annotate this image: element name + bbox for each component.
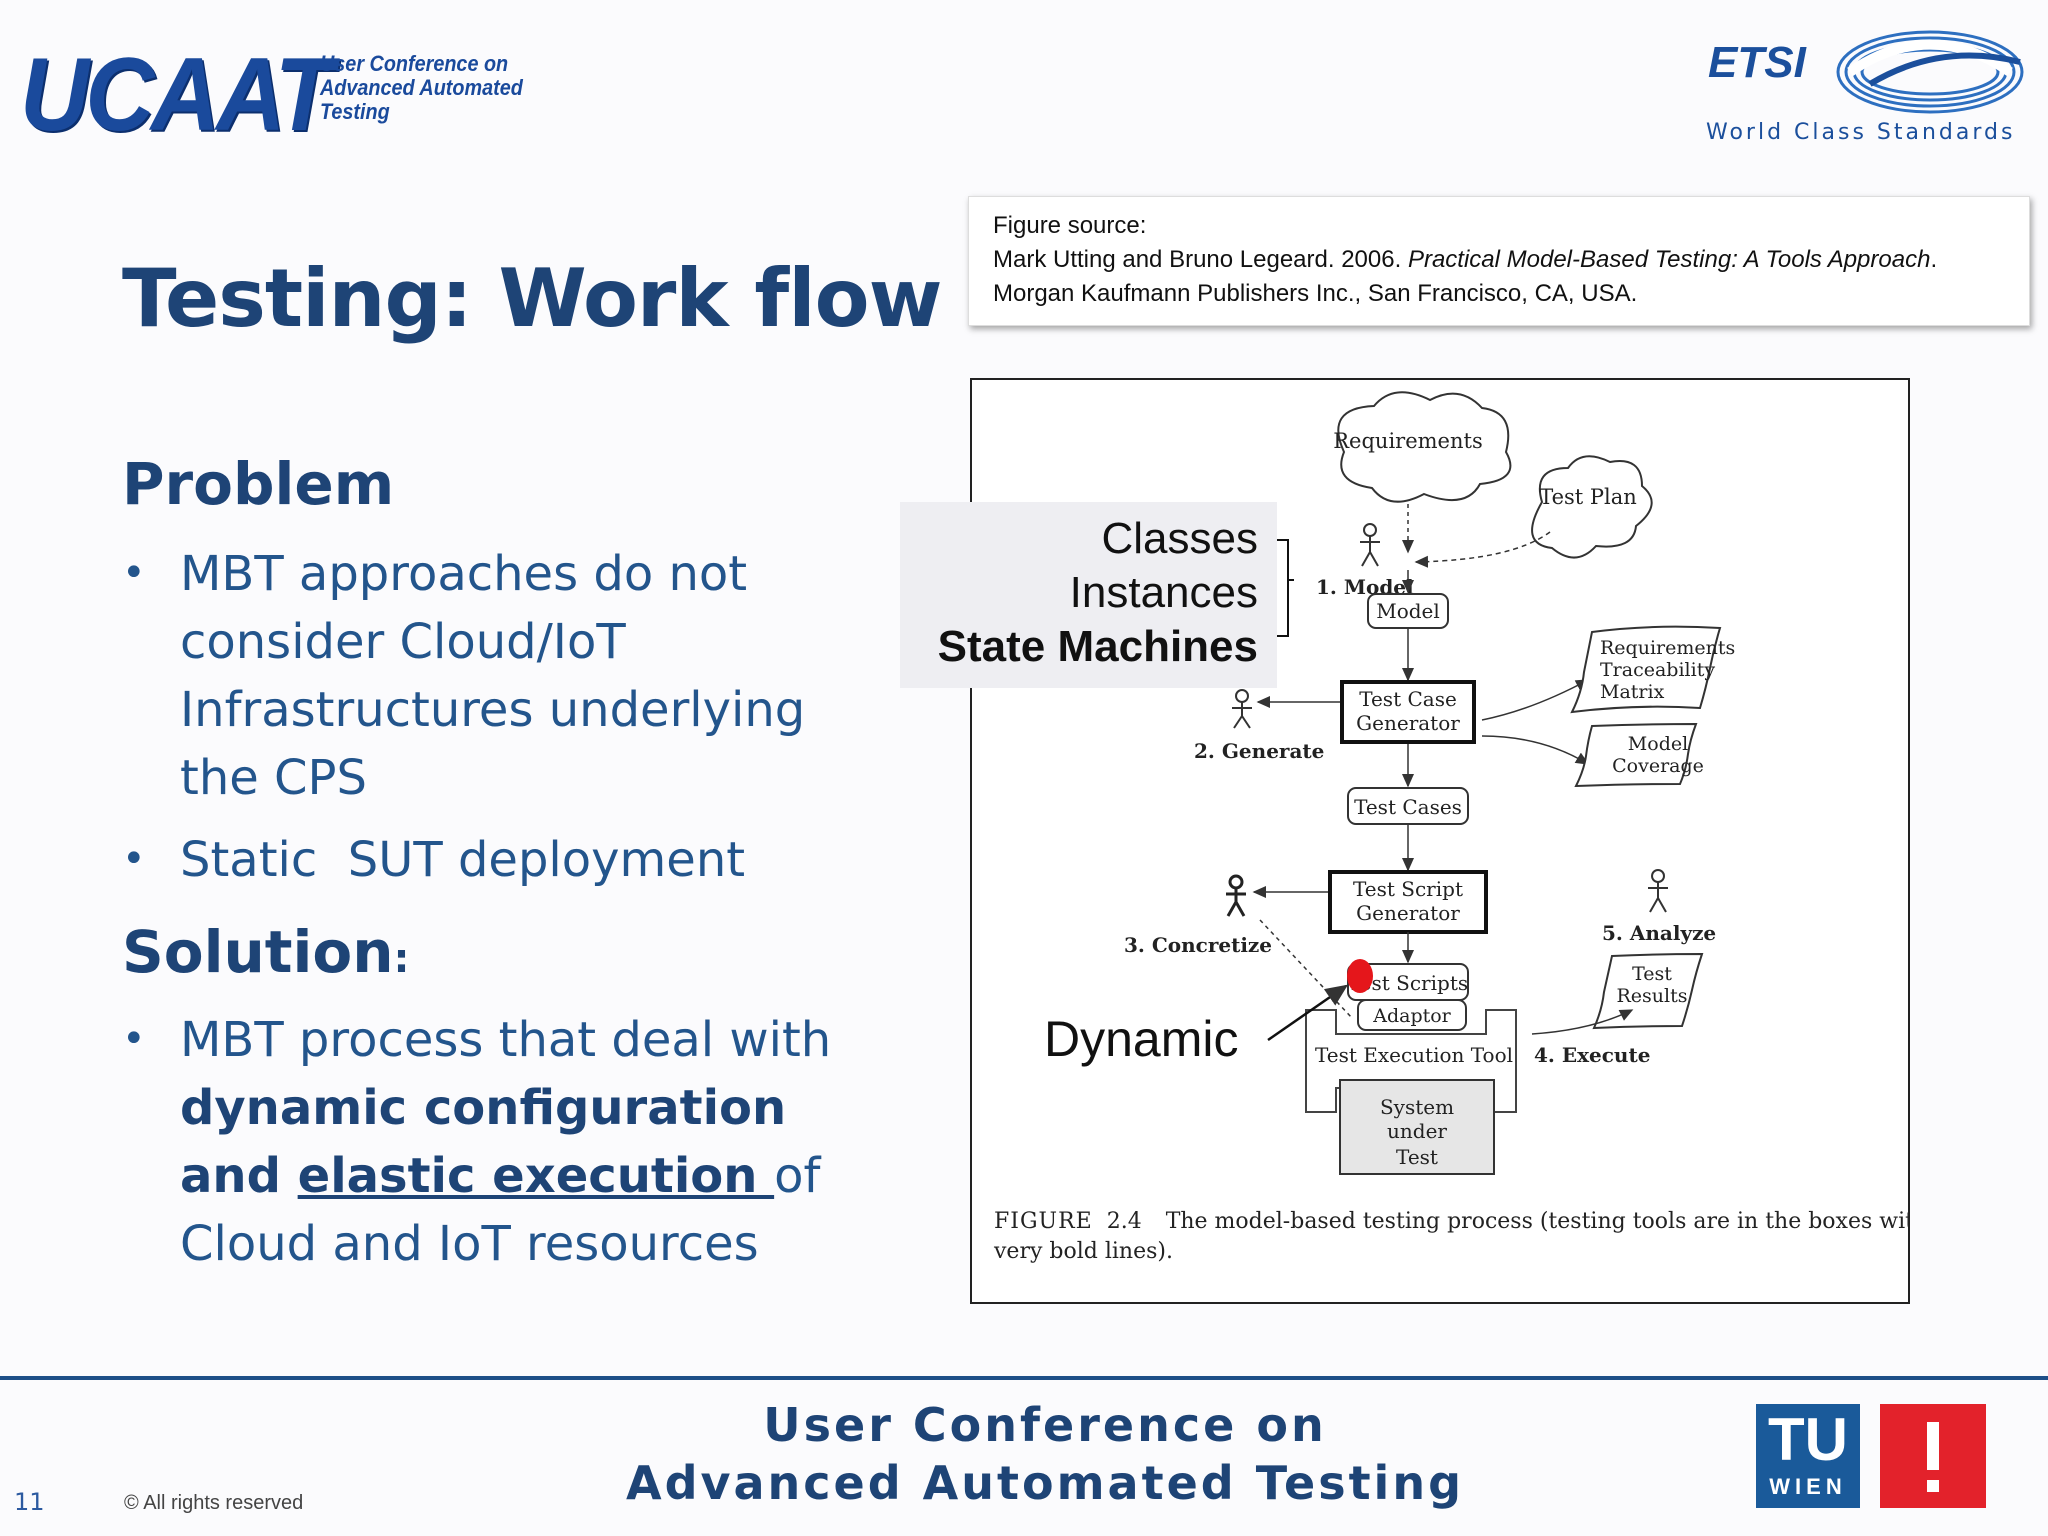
test-case-generator-box (1340, 680, 1476, 744)
solution-bullet-pre: MBT process that deal with (180, 1012, 832, 1068)
ucaat-logo-subtitle: User Conference on Advanced Automated Te… (320, 52, 554, 124)
footer-conference-line2: Advanced Automated Testing (625, 1456, 1465, 1510)
ucaat-subtitle-line1: User Conference on (320, 51, 509, 76)
sut-label-3: Test (1396, 1145, 1438, 1169)
coverage-label-2: Coverage (1612, 755, 1704, 777)
requirements-label: Requirements (1333, 429, 1482, 453)
bullet-dot: • (122, 1016, 146, 1062)
test-cases-label: Test Cases (1354, 795, 1462, 819)
person-icon (1232, 689, 1252, 729)
bullet-dot: • (122, 550, 146, 596)
citation-authors: Mark Utting and Bruno Legeard. 2006. (993, 246, 1408, 273)
test-plan-cloud: Test Plan (1531, 455, 1653, 559)
exclamation-icon (1880, 1404, 1986, 1508)
adaptor-box (1357, 999, 1467, 1031)
etsi-logo-text: ETSI (1708, 38, 1806, 87)
traceability-doc (1570, 625, 1722, 714)
solution-bullet-bold: dynamic configuration and (180, 1080, 787, 1204)
overlay-classes: Classes (1101, 514, 1259, 563)
person-icon (1226, 874, 1246, 917)
caption-line-2: very bold lines). (993, 1239, 1173, 1264)
tu-wien-logo: TU WIEN (1756, 1404, 1988, 1510)
citation-box: Figure source: Mark Utting and Bruno Leg… (968, 196, 2030, 326)
solution-heading-text: Solution (122, 918, 394, 986)
solution-heading-colon: : (393, 936, 410, 982)
ucaat-subtitle-line2: Advanced Automated Testing (320, 75, 523, 124)
red-marker (1347, 959, 1373, 993)
footer-rule (0, 1376, 2048, 1380)
tu-wien-word: WIEN (1769, 1474, 1847, 1499)
tsg-label-1: Test Script (1353, 877, 1463, 901)
footer-conference-title: User Conference on Advanced Automated Te… (620, 1396, 1470, 1512)
test-plan-label: Test Plan (1539, 485, 1637, 509)
citation-text: Figure source: Mark Utting and Bruno Leg… (993, 209, 2013, 311)
tcg-label-2: Generator (1356, 711, 1460, 735)
citation-publisher: . Morgan Kaufmann Publishers Inc., San F… (993, 246, 1938, 307)
rtm-label-2: Traceability (1600, 659, 1715, 681)
tu-wien-mark: TU WIEN (1756, 1404, 1860, 1508)
test-execution-tool-frame (1305, 1009, 1517, 1113)
caption-number: 2.4 (1107, 1209, 1142, 1234)
coverage-doc (1574, 722, 1698, 788)
test-script-generator-box (1328, 870, 1488, 934)
etsi-tagline: World Class Standards (1706, 120, 2016, 145)
sut-label-1: System (1380, 1095, 1454, 1119)
person-icon (1648, 869, 1668, 913)
slide-number: 11 (14, 1488, 45, 1516)
solution-bullet-bold-underlined: elastic execution (297, 1148, 775, 1204)
etsi-logo: ETSI World Class Standards (1700, 18, 2030, 148)
model-elements-overlay: Classes Instances State Machines (900, 502, 1277, 688)
solution-bullet-post: of Cloud and IoT resources (180, 1148, 821, 1272)
step-generate-label: 2. Generate (1194, 739, 1324, 763)
copyright-notice: © All rights reserved (124, 1492, 304, 1514)
coverage-label-1: Model (1628, 733, 1688, 755)
problem-bullet-2: Static SUT deployment (180, 832, 746, 888)
tsg-label-2: Generator (1356, 901, 1460, 925)
results-label-1: Test (1632, 963, 1672, 985)
mbt-process-diagram: Requirements Test Plan 1. Model Model Te… (993, 391, 1928, 1264)
model-label: Model (1376, 599, 1440, 623)
rtm-label-1: Requirements (1600, 637, 1735, 659)
step-execute-label: 4. Execute (1534, 1043, 1650, 1067)
problem-bullet-1: MBT approaches do not consider Cloud/IoT… (180, 546, 806, 806)
person-icon (1360, 523, 1380, 567)
sut-label-2: under (1387, 1119, 1447, 1143)
page-title: Testing: Work flow (122, 252, 942, 345)
rtm-label-3: Matrix (1600, 681, 1665, 703)
exec-tool-label: Test Execution Tool (1315, 1043, 1513, 1067)
tcg-label-1: Test Case (1359, 687, 1457, 711)
system-under-test-box (1339, 1079, 1495, 1175)
requirements-cloud: Requirements (1333, 391, 1512, 503)
solution-heading: Solution: (122, 918, 410, 986)
ucaat-logo-mark: UCAAT (20, 37, 333, 153)
ucaat-logo: UCAAT User Conference on Advanced Automa… (20, 30, 580, 150)
caption-text: The model-based testing process (testing… (1166, 1209, 1908, 1234)
adaptor-label: Adaptor (1372, 1005, 1451, 1027)
caption-line-1: FIGURE 2.4 The model-based testing process… (994, 1209, 1908, 1234)
solution-bullet-1: MBT process that deal with dynamic confi… (180, 1006, 880, 1278)
results-label-2: Results (1617, 985, 1688, 1007)
caption-label: FIGURE (994, 1209, 1093, 1234)
problem-heading: Problem (122, 450, 395, 518)
step-analyze-label: 5. Analyze (1602, 921, 1716, 945)
citation-book-title: Practical Model-Based Testing: A Tools A… (1407, 246, 1931, 273)
etsi-swirl-icon (1836, 30, 2024, 114)
figure-frame: Requirements Test Plan 1. Model Model Te… (970, 378, 1928, 1304)
bullet-dot: • (122, 836, 146, 882)
footer-conference-line1: User Conference on (763, 1398, 1327, 1452)
step-concretize-label: 3. Concretize (1124, 933, 1272, 957)
dynamic-label: Dynamic (1044, 1011, 1239, 1067)
overlay-state-machines: State Machines (937, 622, 1258, 671)
citation-reference: Mark Utting and Bruno Legeard. 2006. Pra… (993, 243, 2013, 311)
citation-label: Figure source: (993, 212, 1147, 239)
tu-wien-letters: TU (1768, 1406, 1848, 1473)
overlay-instances: Instances (1069, 568, 1258, 617)
